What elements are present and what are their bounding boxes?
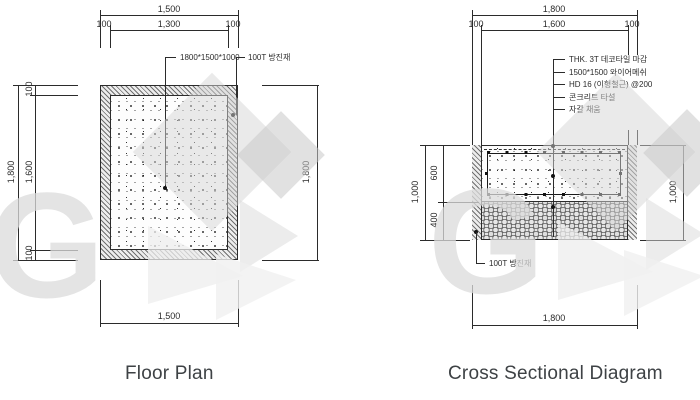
plan-extension-line <box>13 85 78 86</box>
plan-callout-block-size: 1800*1500*1000 <box>180 53 240 62</box>
section-dim-top-total: 1,800 <box>542 4 566 14</box>
plan-leader-dot <box>231 113 235 117</box>
plan-extension-line <box>238 280 239 327</box>
plan-dim-top-total: 1,500 <box>157 4 181 14</box>
floor-plan-title: Floor Plan <box>125 363 214 384</box>
section-callout-tick <box>553 72 565 73</box>
section-dim-left-total: 1,000 <box>410 180 420 204</box>
section-wall-right <box>627 145 637 240</box>
plan-extension-line <box>228 25 229 48</box>
plan-dim-left-inner: 1,600 <box>24 160 34 184</box>
plan-dim-top-inner: 1,300 <box>157 19 181 29</box>
section-dim-line-bottom-total <box>472 325 637 326</box>
section-dim-left-lower: 400 <box>429 212 439 228</box>
section-callout-rebar: HD 16 (이형철근) @200 <box>569 80 653 89</box>
section-dim-left-upper: 600 <box>429 165 439 181</box>
plan-dim-bottom-total: 1,500 <box>157 311 181 321</box>
section-dim-line-left-total <box>425 145 426 240</box>
plan-dim-left-bottom-offset: 100 <box>24 245 34 261</box>
section-callout-deco-tile: THK. 3T 데코타일 마감 <box>569 55 648 64</box>
plan-extension-line <box>262 260 319 261</box>
section-rebar-row-top <box>487 151 621 154</box>
section-extension-line <box>472 285 473 329</box>
watermark-chevron-icon <box>624 250 700 316</box>
section-dim-line-top-inner <box>481 30 628 31</box>
section-extension-line <box>637 130 638 145</box>
section-dim-line-left-split <box>443 145 444 240</box>
section-dim-line-top-total <box>472 15 637 16</box>
plan-extension-line <box>13 260 78 261</box>
section-rebar-side <box>619 172 622 175</box>
section-callout-tick <box>553 97 565 98</box>
plan-dim-right-total: 1,800 <box>301 160 311 184</box>
plan-dim-line-top-total <box>100 15 238 16</box>
plan-concrete-fill <box>110 95 228 250</box>
section-rebar-side <box>485 172 488 175</box>
watermark-arrow-icon <box>240 200 298 272</box>
section-extension-line <box>637 285 638 329</box>
section-extension-line <box>640 145 686 146</box>
plan-leader-line <box>165 57 166 188</box>
section-callout-tick <box>553 59 565 60</box>
section-extension-line <box>640 240 686 241</box>
watermark-diamond-icon <box>237 111 325 199</box>
section-callout-vibration-pad: 100T 방진재 <box>489 259 532 268</box>
plan-leader-dot <box>163 186 167 190</box>
plan-extension-line <box>110 25 111 48</box>
section-wire-mesh-line <box>484 149 625 150</box>
section-extension-line <box>637 10 638 55</box>
plan-extension-line <box>30 250 78 251</box>
watermark-chevron-icon <box>216 254 296 320</box>
section-leader-dot <box>551 205 555 209</box>
section-callout-leader <box>553 59 554 237</box>
plan-extension-line <box>262 85 319 86</box>
section-callout-wire-mesh: 1500*1500 와이어메쉬 <box>569 68 647 77</box>
section-dim-top-inner: 1,600 <box>542 19 566 29</box>
plan-leader-line <box>236 57 245 58</box>
section-callout-concrete: 콘크리트 타설 <box>569 93 616 102</box>
section-dim-bottom-total: 1,800 <box>542 313 566 323</box>
section-extension-line <box>472 10 473 145</box>
plan-dim-top-left-offset: 100 <box>96 19 112 29</box>
plan-dim-left-top-offset: 100 <box>24 81 34 97</box>
plan-leader-line <box>165 57 176 58</box>
section-extension-line <box>438 202 479 203</box>
section-dim-right-total: 1,000 <box>668 180 678 204</box>
plan-callout-vibration-pad: 100T 방진재 <box>248 53 291 62</box>
section-leader-dot <box>551 144 555 148</box>
plan-extension-line <box>100 280 101 327</box>
plan-extension-line <box>30 95 78 96</box>
section-extension-line <box>481 25 482 145</box>
section-vibration-leader <box>476 263 485 264</box>
plan-dim-top-right-offset: 100 <box>225 19 241 29</box>
section-dim-top-left-offset: 100 <box>468 19 484 29</box>
section-callout-gravel: 자갈 채움 <box>569 105 601 114</box>
plan-dim-line-right-total <box>317 85 318 260</box>
cross-section-title: Cross Sectional Diagram <box>448 363 663 384</box>
section-dim-line-right-total <box>683 145 684 240</box>
section-callout-tick <box>553 84 565 85</box>
section-wall-left <box>472 145 482 240</box>
plan-extension-line <box>100 10 101 48</box>
section-rebar-row-bottom <box>487 193 621 196</box>
section-vibration-leader <box>476 232 477 263</box>
plan-dim-line-left-total <box>18 85 19 260</box>
plan-dim-left-total: 1,800 <box>6 160 16 184</box>
plan-dim-line-top-inner <box>110 30 228 31</box>
section-callout-tick <box>553 109 565 110</box>
plan-leader-line <box>236 57 237 115</box>
section-dim-top-right-offset: 100 <box>624 19 640 29</box>
plan-dim-line-left-inner <box>35 85 36 260</box>
plan-extension-line <box>238 10 239 48</box>
section-extension-line <box>420 145 470 146</box>
section-extension-line <box>420 240 470 241</box>
section-extension-line <box>628 25 629 55</box>
section-leader-dot <box>551 174 555 178</box>
section-extension-line <box>628 130 629 145</box>
plan-dim-line-bottom-total <box>100 323 238 324</box>
